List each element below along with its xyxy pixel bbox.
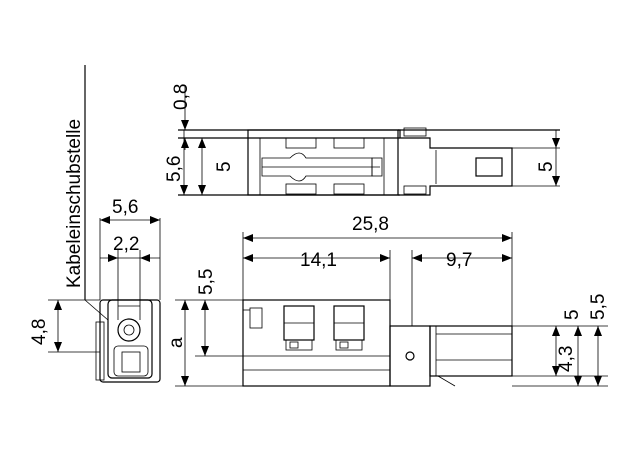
dim-top-right-height: 5 bbox=[536, 161, 557, 172]
dim-front-right-length: 9,7 bbox=[446, 250, 472, 271]
label-cable-entry: Kabeleinschubstelle bbox=[64, 119, 85, 288]
front-view bbox=[175, 232, 608, 387]
dim-side-width: 5,6 bbox=[112, 197, 138, 218]
dim-front-left-length: 14,1 bbox=[300, 250, 337, 271]
side-view bbox=[48, 65, 161, 383]
top-view bbox=[178, 85, 560, 196]
dim-side-height: 4,8 bbox=[29, 319, 50, 345]
label-a: a bbox=[166, 337, 187, 348]
dim-front-left-height: 5,5 bbox=[196, 269, 217, 295]
dim-front-right-inner: 4,3 bbox=[556, 346, 577, 372]
dim-front-total-length: 25,8 bbox=[352, 214, 389, 235]
dim-top-gap: 0,8 bbox=[171, 84, 192, 110]
dim-front-right-outer: 5,5 bbox=[588, 294, 609, 320]
dim-top-outer-height: 5,6 bbox=[164, 156, 185, 182]
dim-front-right-mid: 5 bbox=[562, 309, 583, 320]
dim-side-inner-width: 2,2 bbox=[113, 234, 139, 255]
dim-top-inner-height: 5 bbox=[214, 161, 235, 172]
